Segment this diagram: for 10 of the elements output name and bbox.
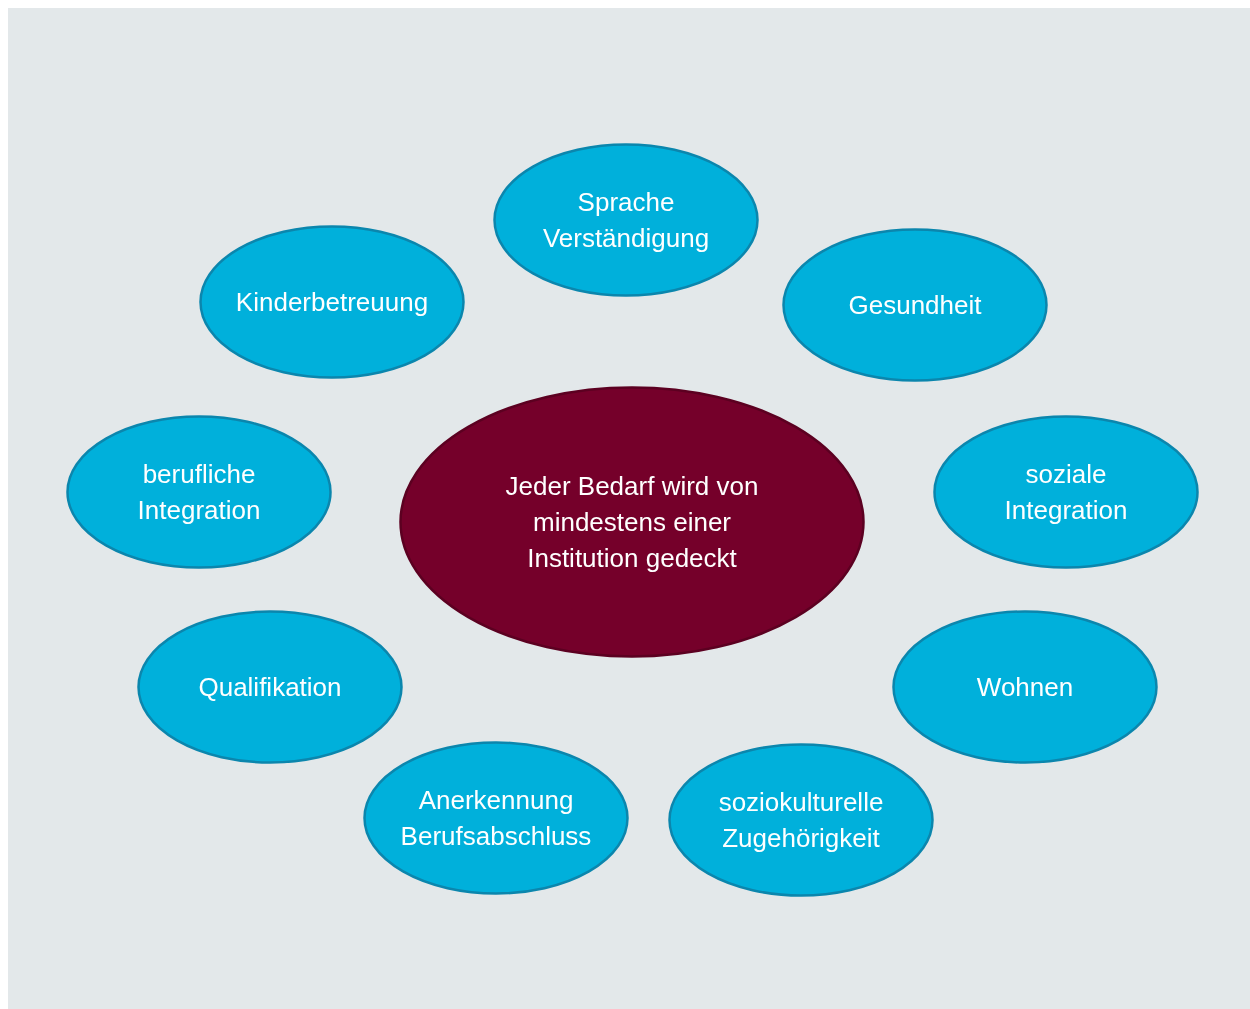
node-label: Qualifikation	[198, 671, 342, 704]
node-label: Kinderbetreuung	[235, 286, 429, 319]
node-label: soziokulturelle Zugehörigkeit	[717, 786, 885, 855]
node-label: Wohnen	[976, 671, 1074, 704]
node-label: Gesundheit	[848, 289, 982, 322]
node-label: Anerkennung Berufsabschluss	[399, 784, 593, 853]
node-label: Sprache Verständigung	[541, 186, 711, 255]
node-label: Jeder Bedarf wird von mindestens einer Institution gedeckt	[504, 470, 760, 575]
node-label: berufliche Integration	[136, 458, 262, 527]
node-label: soziale Integration	[1003, 458, 1129, 527]
